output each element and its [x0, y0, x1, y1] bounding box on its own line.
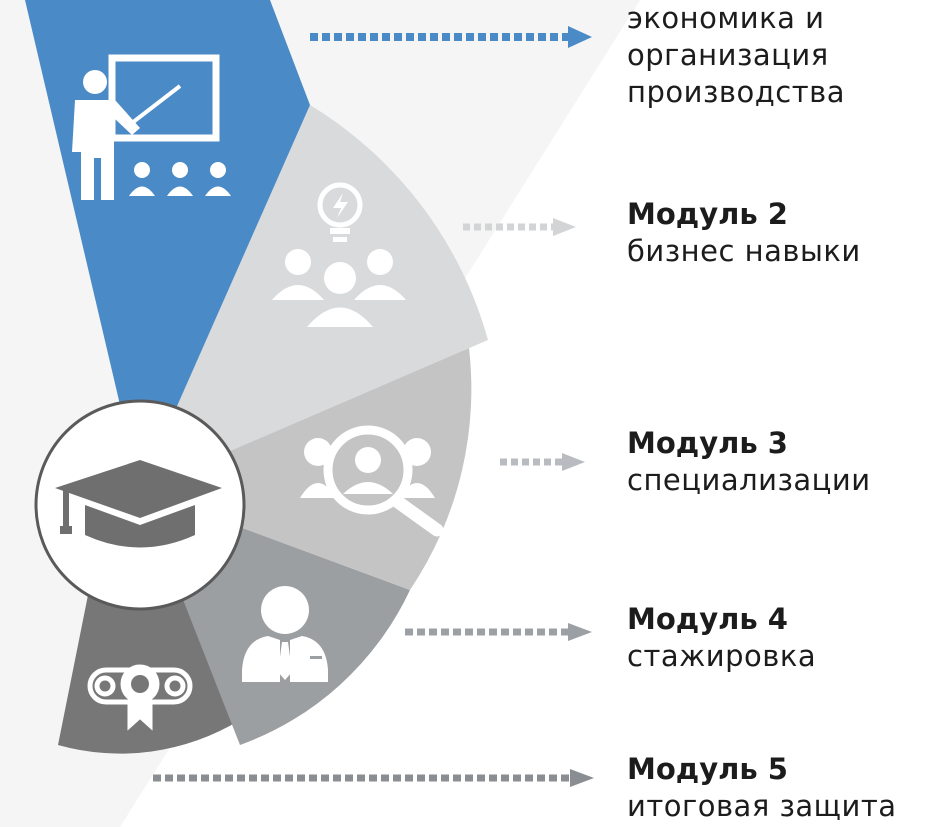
module-2-text: Модуль 2 бизнес навыки — [627, 196, 861, 270]
module-1-line-2: организация — [627, 38, 829, 72]
teacher-presentation-icon — [72, 54, 231, 200]
graduation-cap-icon — [55, 460, 222, 548]
arrow-module-5 — [153, 769, 594, 787]
module-4-title: Модуль 4 — [627, 602, 788, 636]
diploma-icon — [87, 664, 193, 731]
segment-module-5 — [58, 490, 240, 754]
module-1-line-1: экономика и — [627, 1, 825, 35]
arrow-module-3 — [500, 453, 585, 471]
search-people-icon — [300, 425, 444, 537]
businessman-icon — [242, 586, 328, 682]
segment-module-3 — [140, 340, 472, 590]
arrow-module-4 — [405, 623, 592, 641]
module-1-text: экономика и организация производства — [627, 0, 845, 111]
module-1-line-3: производства — [627, 75, 845, 109]
module-2-title: Модуль 2 — [627, 197, 788, 231]
module-4-text: Модуль 4 стажировка — [627, 601, 816, 675]
module-5-text: Модуль 5 итоговая защита — [627, 751, 897, 825]
arrow-module-2 — [463, 218, 576, 236]
center-badge — [34, 399, 246, 611]
module-2-subtitle: бизнес навыки — [627, 234, 861, 268]
module-3-subtitle: специализации — [627, 463, 871, 497]
arrow-module-1 — [310, 26, 592, 48]
module-4-subtitle: стажировка — [627, 639, 817, 673]
module-3-text: Модуль 3 специализации — [627, 425, 871, 499]
module-5-title: Модуль 5 — [627, 752, 788, 786]
module-5-subtitle: итоговая защита — [627, 789, 897, 823]
module-3-title: Модуль 3 — [627, 426, 788, 460]
idea-team-icon — [272, 182, 406, 327]
